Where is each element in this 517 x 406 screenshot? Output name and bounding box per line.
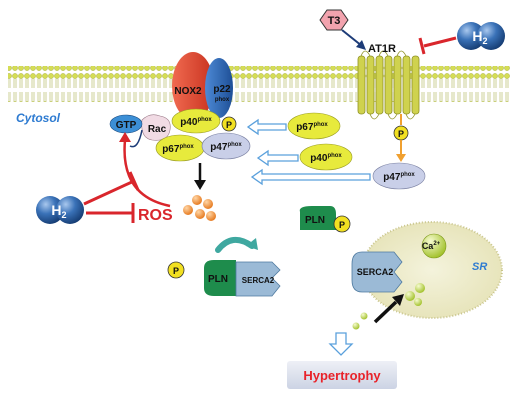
complex-ros-arrowhead [194, 180, 206, 190]
p-p47-arrowhead [396, 154, 406, 162]
p47-label-complex: p47phox [210, 142, 242, 153]
t3-arrow [341, 29, 363, 47]
h2-at1r-inhibit-bar [418, 37, 426, 55]
h2-at1r-inhibit-line [423, 36, 457, 48]
p47phox-subunit-complex [201, 132, 251, 160]
nox2-subunit [172, 52, 214, 120]
rac-subunit [141, 114, 171, 141]
pln-phospho-curve-arrowhead [246, 238, 258, 250]
p47-label-free: p47phox [383, 172, 415, 183]
p40-label: p40phox [180, 117, 212, 128]
t3-node: T3 [319, 9, 349, 31]
h2-molecule-left: H2 [36, 196, 84, 224]
gtp-curve-arrow [129, 129, 143, 148]
serca2-label-sr: SERCA2 [357, 267, 394, 277]
phospho-label-at1r: P [398, 129, 404, 139]
t3-label: T3 [328, 15, 341, 27]
serca2-pump-sr: SERCA2 [351, 251, 403, 293]
p40-label-free: p40phox [310, 153, 342, 164]
pln-label-bottom: PLN [208, 274, 228, 285]
calcium-label: Ca2+ [422, 241, 441, 251]
at1r-receptor [357, 50, 420, 120]
rac-label: Rac [148, 124, 167, 135]
h2-molecule-top: H2 [457, 22, 505, 50]
phospho-circle-pln-right [333, 215, 351, 233]
sr-label: SR [472, 261, 487, 273]
ros-particles [183, 195, 216, 221]
p22-label: p22 [213, 84, 231, 95]
phospho-label-bottom: P [173, 266, 179, 276]
phospho-label-complex: P [226, 120, 232, 130]
ros-gtp-feedback-arrow [123, 139, 171, 208]
p67-label-complex: p67phox [162, 144, 194, 155]
translocation-arrows [246, 118, 371, 186]
calcium-ion [421, 233, 447, 259]
phospho-label-pln-right: P [339, 220, 345, 230]
pln-bottom: PLN [204, 260, 236, 296]
p40phox-free [299, 143, 353, 171]
p47-translocation-arrow [250, 168, 371, 186]
p22phox-subunit [205, 58, 233, 118]
calcium-particles [352, 283, 425, 330]
serca2-label-bottom: SERCA2 [242, 276, 275, 285]
calcium-uptake-arrowhead [392, 294, 404, 306]
nox2-label: NOX2 [174, 86, 202, 97]
h2-complex-inhibit-line [83, 179, 135, 206]
nox-complex: NOX2 p22 phox p40phox P Rac GTP p67phox … [109, 52, 251, 162]
gtp-label: GTP [116, 120, 137, 131]
p22-phox-label: phox [215, 97, 230, 103]
h2-top-label: H2 [472, 28, 487, 46]
p67-translocation-arrow [246, 118, 287, 136]
t3-arrowhead [356, 40, 366, 50]
hypertrophy-down-arrow [328, 332, 354, 356]
calcium-uptake-arrow [373, 300, 398, 324]
cell-membrane [8, 66, 510, 102]
pln-phospho-right: PLN P [299, 206, 351, 233]
phospho-circle-complex [221, 116, 237, 132]
serca2-pump-bottom: SERCA2 [235, 261, 281, 297]
p47phox-free [372, 162, 426, 190]
phospho-circle-bottom [167, 261, 185, 279]
p67phox-free [287, 112, 341, 140]
pln-label-right: PLN [305, 215, 325, 226]
ros-label: ROS [138, 207, 173, 224]
p40-translocation-arrow [256, 149, 299, 167]
h2-left-label: H2 [51, 202, 66, 220]
hypertrophy-label: Hypertrophy [303, 368, 381, 383]
at1r-label: AT1R [368, 43, 396, 55]
p40phox-subunit [171, 108, 221, 134]
pln-phospho-curve-arrow [215, 237, 255, 253]
p67-label-free: p67phox [296, 122, 328, 133]
hypertrophy-box [287, 361, 397, 389]
cytosol-label: Cytosol [16, 111, 61, 125]
ros-gtp-feedback-arrowhead [119, 132, 131, 142]
gtp-node [109, 114, 143, 134]
